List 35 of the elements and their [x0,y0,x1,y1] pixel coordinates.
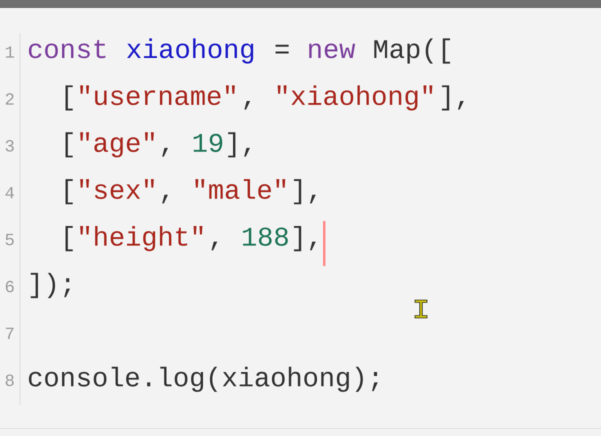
code-text: "sex" [80,179,154,199]
code-text: Map([ [374,38,450,64]
code-text: , [244,100,250,110]
code-text: [ [66,85,73,110]
line-number: 5 [6,234,14,246]
line-number: 1 [6,46,14,58]
line-number: 7 [6,328,14,339]
line-number: 4 [5,187,14,198]
code-text: 188 [242,228,288,246]
code-text: 19 [194,134,222,152]
code-text: [ [66,132,73,158]
code-text: console.log(xiaohong); [28,366,378,392]
code-text: const [28,40,106,58]
line-number: 8 [6,374,14,386]
code-text: , [212,242,218,250]
code-text: "height" [80,226,202,252]
line-number: 6 [6,280,14,292]
code-text: "age" [80,132,154,158]
line-number: 2 [6,93,14,105]
code-text: "male" [195,179,286,199]
code-text: , [162,148,168,157]
code-text: , [162,194,168,204]
code-text: ], [228,132,250,158]
code-text: [ [66,179,73,204]
code-text: ], [442,85,464,110]
code-text: ], [294,179,316,204]
code-text: ]); [30,272,70,298]
code-text: = [276,44,289,54]
code-text: "username" [80,85,235,106]
code-text: [ [66,226,73,252]
code-text: ], [294,226,316,252]
line-number: 3 [6,140,14,152]
code-text: xiaohong [127,38,254,64]
code-text: "xiaohong" [278,85,432,110]
code-text: new [309,43,356,58]
